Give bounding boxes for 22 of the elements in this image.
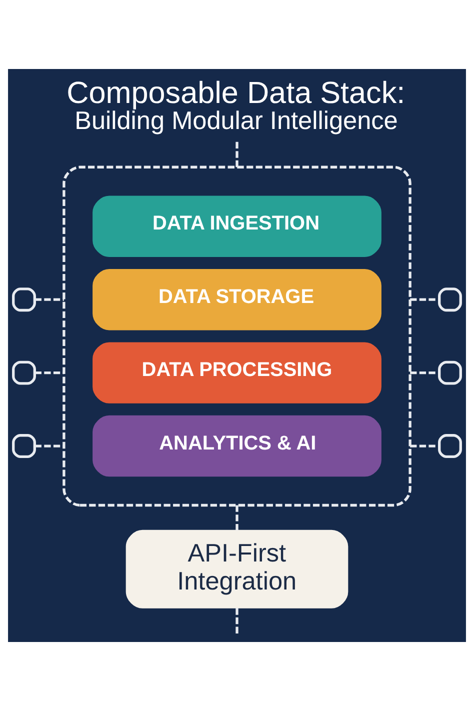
connector xyxy=(236,142,238,168)
node-box: DATA STORAGE xyxy=(92,268,382,330)
node-box xyxy=(12,288,36,312)
connector xyxy=(410,298,440,301)
connector xyxy=(236,608,238,636)
connector xyxy=(34,444,64,448)
node-box: ANALYTICS & AI xyxy=(92,415,382,477)
cluster xyxy=(62,166,412,507)
node-box xyxy=(438,288,462,312)
node-box: DATA PROCESSING xyxy=(92,342,382,404)
connector xyxy=(34,371,64,374)
node-box xyxy=(12,360,36,385)
connector xyxy=(34,298,64,301)
node-box: API-First Integration xyxy=(126,530,348,608)
node-box xyxy=(438,360,462,385)
node-box xyxy=(438,434,462,458)
node-box xyxy=(12,434,36,458)
connector xyxy=(410,371,440,374)
connector xyxy=(410,444,440,448)
node-box: DATA INGESTION xyxy=(92,196,382,257)
connector xyxy=(236,505,238,530)
diagram-title: Composable Data Stack: Building Modular Intelligence xyxy=(66,76,406,136)
